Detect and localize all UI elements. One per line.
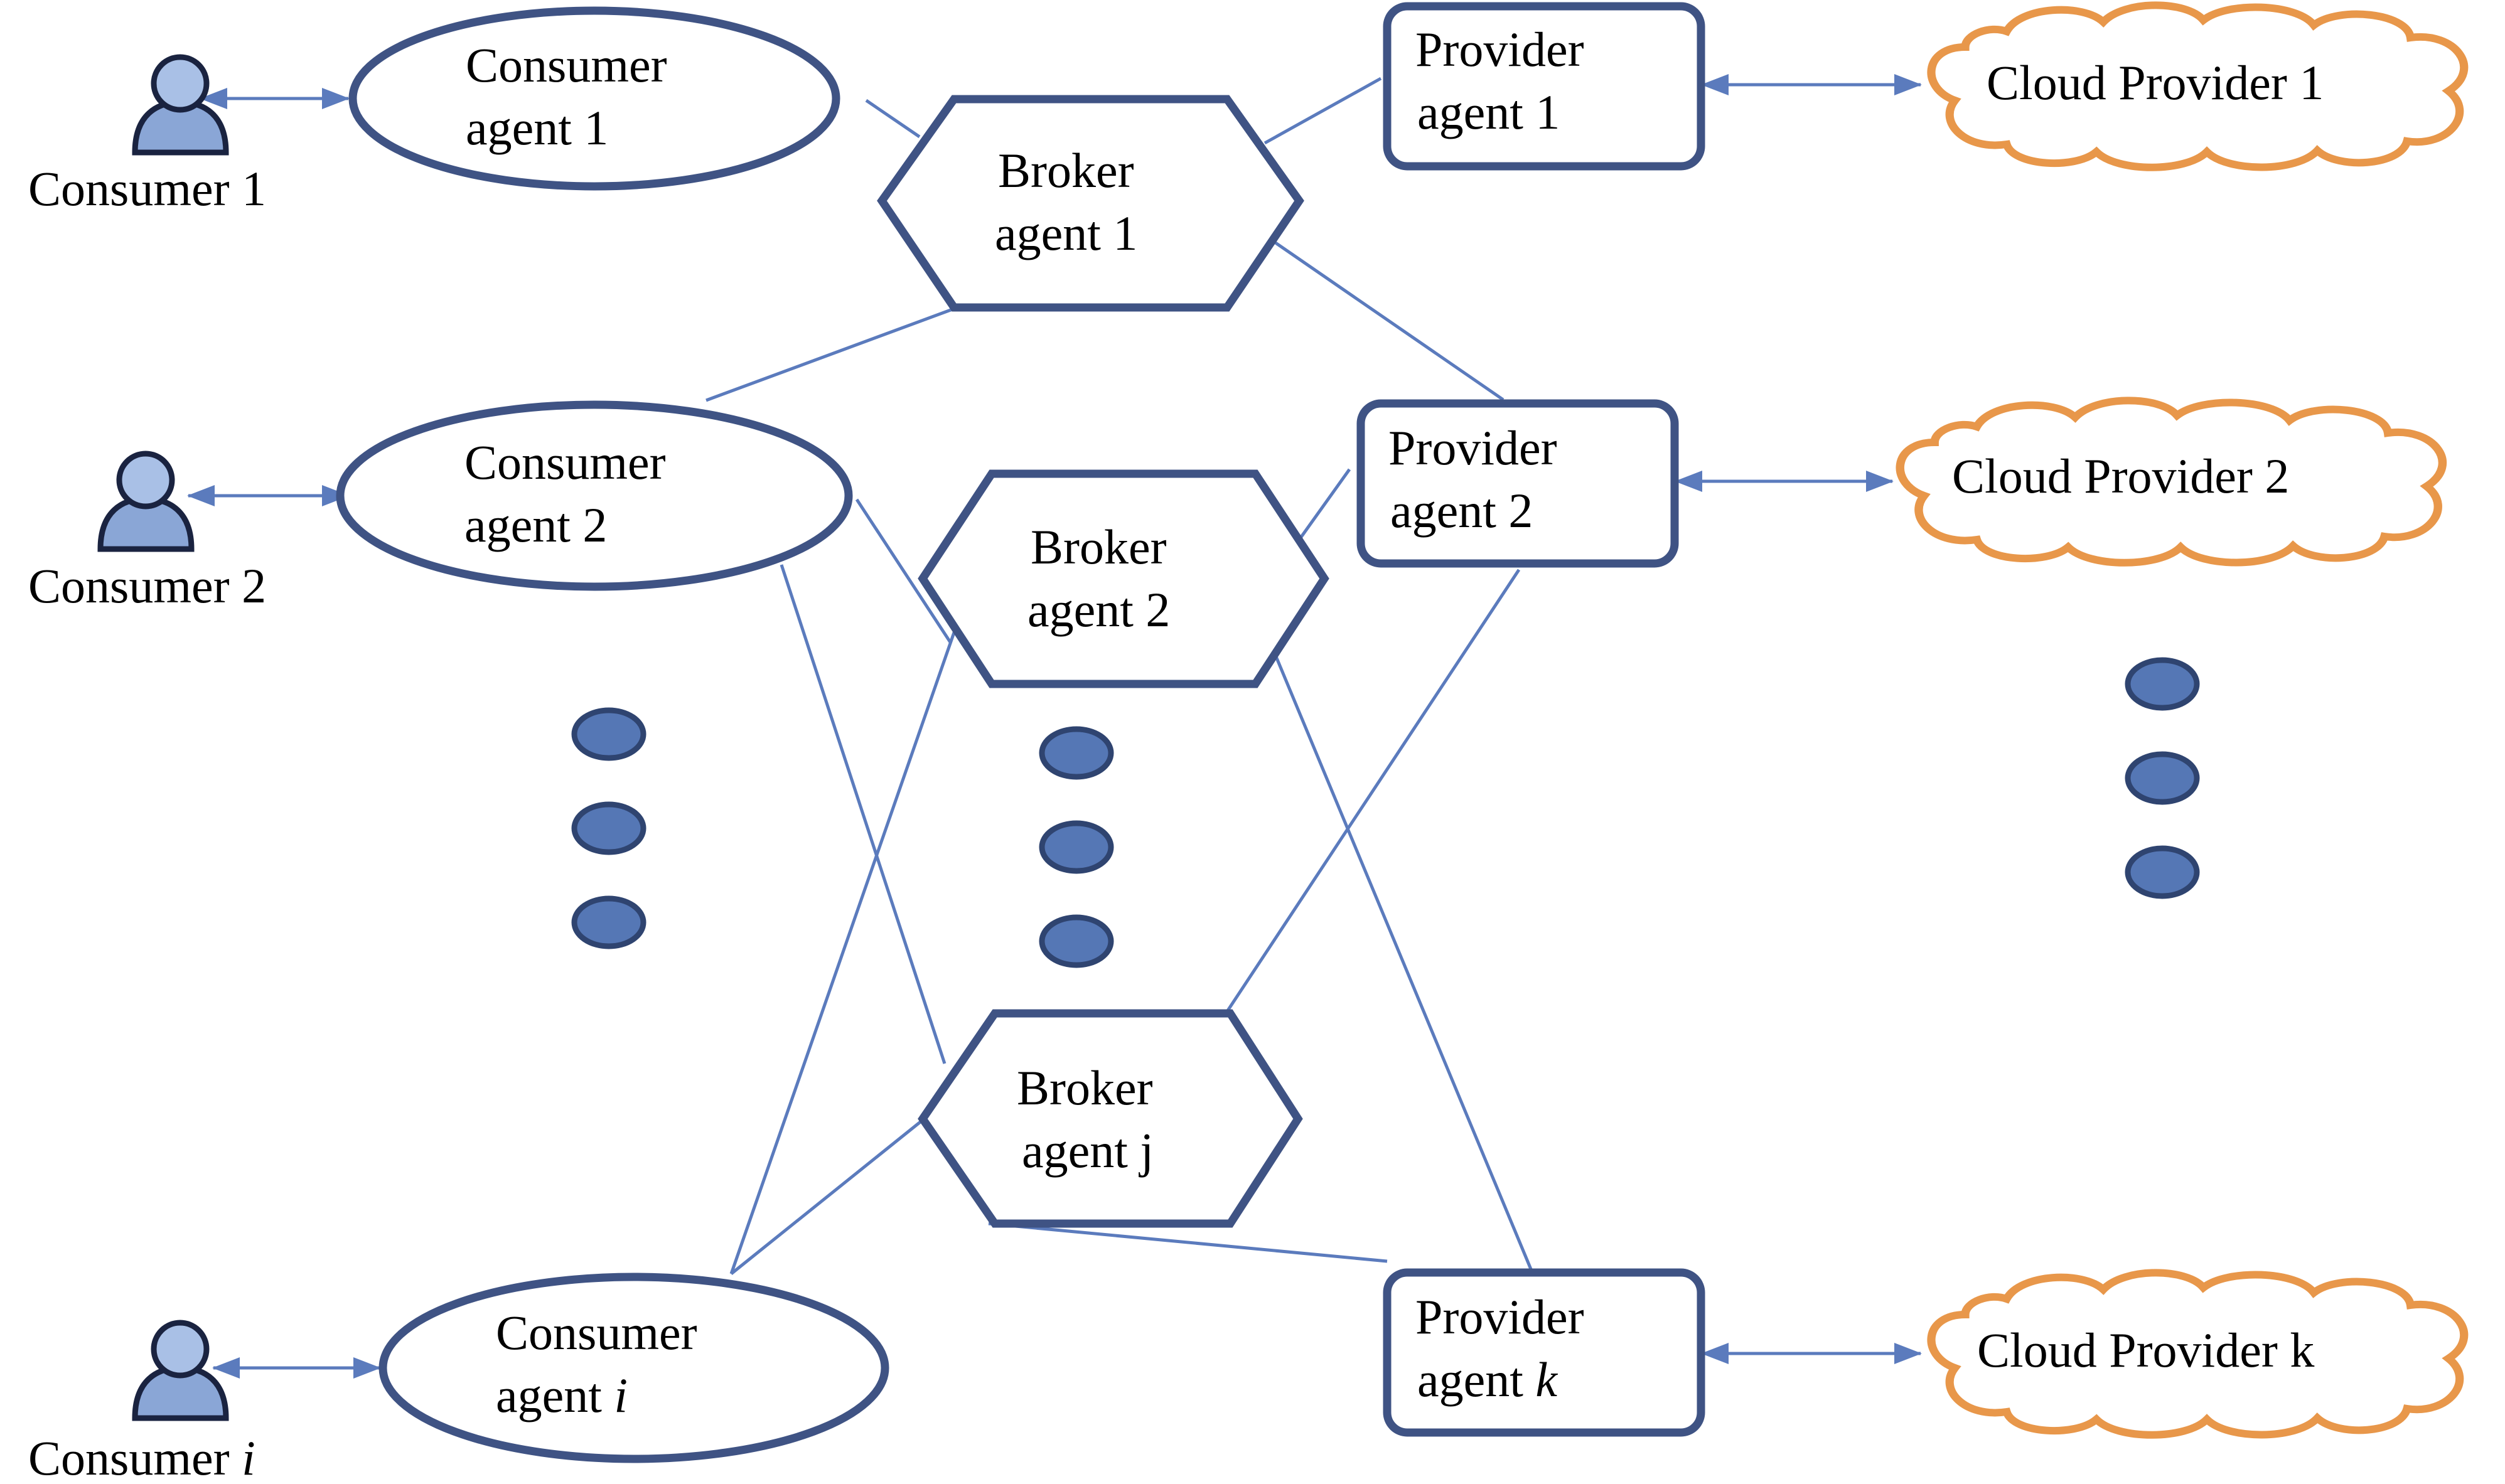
consumer-2: Consumer 2 [28, 451, 266, 613]
link-broker-agent-1-provider-agent-2 [1270, 238, 1505, 402]
link-broker-agent-j-provider-agent-k [988, 1222, 1388, 1263]
provider-agent-2: Provider agent 2 [1356, 399, 1679, 568]
consumer-agent-line1: Consumer [464, 435, 666, 489]
cloud-provider-k: Cloud Provider k [1931, 1273, 2464, 1434]
ellipsis-dot [571, 707, 646, 761]
link-consumer-agent-2-broker-agent-j [780, 564, 947, 1064]
consumer-agent-1: Consumer agent 1 [348, 6, 840, 191]
consumer-agent-2: Consumer agent 2 [336, 400, 853, 591]
cloud-provider-label: Cloud Provider 2 [1952, 449, 2289, 503]
provider-agent-k: Provider agent k [1383, 1268, 1705, 1437]
person-icon [132, 1320, 229, 1421]
broker-agent-line1: Broker [998, 143, 1134, 198]
broker-agent-shape [918, 469, 1329, 688]
ellipsis-dot [1039, 726, 1114, 780]
ellipsis-dot [571, 801, 646, 855]
ellipsis-dot [2125, 845, 2200, 899]
ellipsis-dot [571, 895, 646, 949]
provider-agent-shape [1383, 1268, 1705, 1437]
cloud-provider-label: Cloud Provider k [1977, 1323, 2314, 1377]
provider-agent-shape [1356, 399, 1679, 568]
provider-agent-shape [1383, 2, 1705, 171]
cloud-provider-2: Cloud Provider 2 [1900, 400, 2442, 562]
link-consumer-agent-2-broker-agent-2 [855, 498, 953, 644]
consumer-label: Consumer 2 [28, 558, 266, 613]
provider-agent-1: Provider agent 1 [1383, 2, 1705, 171]
consumer-label: Consumer 1 [28, 161, 266, 216]
connector-lines [705, 77, 1533, 1275]
consumer-agent-line1: Consumer [496, 1305, 697, 1360]
person-icon [132, 54, 229, 156]
provider-agent-line1: Provider [1415, 22, 1584, 77]
interaction-arrows [187, 74, 1922, 1379]
broker-agent-shape [877, 95, 1304, 312]
ellipsis-dots-brokers [1039, 726, 1114, 968]
consumer-agent-shape [336, 400, 853, 591]
consumer-label: Consumer i [28, 1431, 255, 1484]
provider-agent-line2: agent k [1417, 1352, 1558, 1407]
ellipsis-dots-consumers [571, 707, 646, 949]
consumer-agent-shape [348, 6, 840, 191]
broker-agent-line1: Broker [1031, 520, 1167, 574]
consumer-agent-line2: agent i [496, 1368, 628, 1423]
provider-agent-line1: Provider [1415, 1289, 1584, 1344]
consumer-i: Consumer i [28, 1320, 255, 1484]
person-icon [97, 451, 195, 552]
broker-agent-1: Broker agent 1 [877, 95, 1304, 312]
ellipsis-dot [1039, 820, 1114, 874]
link-provider-agent-2-broker-agent-2 [1297, 468, 1351, 541]
link-broker-agent-2-consumer-agent-i [729, 632, 956, 1274]
cloud-provider-label: Cloud Provider 1 [1987, 55, 2324, 110]
link-broker-agent-j-consumer-agent-i [730, 1119, 924, 1275]
broker-agent-line1: Broker [1017, 1060, 1153, 1115]
consumer-agent-line2: agent 2 [464, 498, 607, 552]
consumer-1: Consumer 1 [28, 54, 266, 216]
link-provider-agent-2-broker-agent-j [1225, 569, 1521, 1013]
link-broker-agent-1-provider-agent-1 [1263, 77, 1382, 145]
consumer-agent-shape [378, 1273, 889, 1463]
provider-agent-line1: Provider [1388, 420, 1557, 475]
provider-agent-line2: agent 1 [1417, 85, 1560, 139]
ellipsis-dot [2125, 751, 2200, 805]
broker-agent-line2: agent j [1022, 1123, 1154, 1178]
ellipsis-dot [2125, 657, 2200, 711]
broker-agent-line2: agent 2 [1027, 582, 1170, 637]
link-broker-agent-1-consumer-agent-2 [705, 307, 955, 402]
broker-agent-2: Broker agent 2 [918, 469, 1329, 688]
broker-agent-line2: agent 1 [995, 206, 1137, 260]
ellipsis-dot [1039, 914, 1114, 968]
broker-agent-j: Broker agent j [918, 1009, 1303, 1228]
link-consumer-agent-1-broker-agent-1 [865, 99, 921, 139]
consumer-agent-line1: Consumer [466, 38, 667, 92]
cloud-provider-1: Cloud Provider 1 [1931, 5, 2464, 167]
consumer-agent-line2: agent 1 [466, 100, 608, 155]
ellipsis-dots-clouds [2125, 657, 2200, 899]
broker-agent-shape [918, 1009, 1303, 1228]
link-broker-agent-2-provider-agent-k [1266, 636, 1533, 1271]
provider-agent-line2: agent 2 [1390, 483, 1533, 538]
consumer-agent-i: Consumer agent i [378, 1273, 889, 1463]
